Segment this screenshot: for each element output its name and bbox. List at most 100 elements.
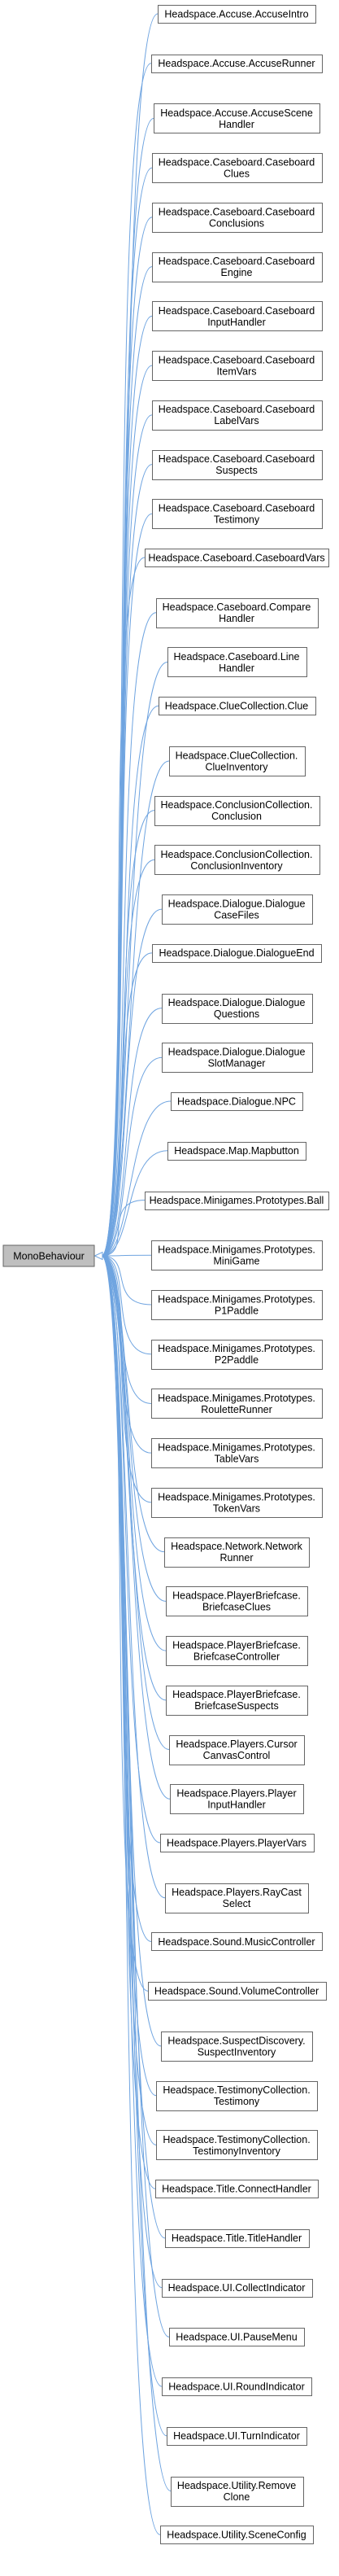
class-node-headspace-utility-sceneconfig[interactable]: Headspace.Utility.SceneConfig <box>160 2526 314 2544</box>
class-node-headspace-title-connecthandler[interactable]: Headspace.Title.ConnectHandler <box>155 2180 319 2198</box>
class-node-label: Headspace.ConclusionCollection. <box>161 849 313 860</box>
class-node-label: Headspace.Dialogue.DialogueEnd <box>159 947 314 959</box>
class-node-box <box>164 1537 310 1568</box>
class-node-headspace-playerbriefcase-briefcasesuspects[interactable]: Headspace.PlayerBriefcase.BriefcaseSuspe… <box>166 1686 308 1716</box>
class-node-box <box>169 746 306 776</box>
class-node-label: Headspace.Caseboard.Compare <box>163 601 311 613</box>
class-node-headspace-sound-musiccontroller[interactable]: Headspace.Sound.MusicController <box>151 1932 323 1951</box>
class-node-box <box>162 2279 313 2298</box>
class-node-headspace-dialogue-dialogueend[interactable]: Headspace.Dialogue.DialogueEnd <box>152 944 322 963</box>
class-node-box <box>145 1192 329 1210</box>
class-node-headspace-ui-turnindicator[interactable]: Headspace.UI.TurnIndicator <box>167 2427 307 2446</box>
class-node-box <box>155 2180 319 2198</box>
class-node-box <box>152 252 323 282</box>
class-node-headspace-testimonycollection-testimony[interactable]: Headspace.TestimonyCollection.Testimony <box>156 2081 318 2111</box>
inheritance-edge-headspace-minigames-prototypes-ball <box>101 1200 146 1257</box>
class-node-label: Headspace.Dialogue.Dialogue <box>168 997 306 1008</box>
class-node-headspace-playerbriefcase-briefcasecontroller[interactable]: Headspace.PlayerBriefcase.BriefcaseContr… <box>166 1636 308 1666</box>
class-node-box <box>151 55 323 73</box>
class-node-label: Headspace.Sound.MusicController <box>158 1936 315 1948</box>
class-node-headspace-cluecollection-clue[interactable]: Headspace.ClueCollection.Clue <box>159 697 316 715</box>
class-node-headspace-minigames-prototypes-tokenvars[interactable]: Headspace.Minigames.Prototypes.TokenVars <box>151 1488 323 1518</box>
inheritance-edge-headspace-caseboard-caseboardengine <box>101 266 153 1257</box>
base-class-node[interactable]: MonoBehaviour <box>2 1244 95 1267</box>
inheritance-edge-headspace-utility-sceneconfig <box>101 1255 161 2535</box>
class-node-headspace-ui-collectindicator[interactable]: Headspace.UI.CollectIndicator <box>162 2279 313 2298</box>
class-node-box <box>151 1240 323 1271</box>
class-node-headspace-minigames-prototypes-p1paddle[interactable]: Headspace.Minigames.Prototypes.P1Paddle <box>151 1290 323 1320</box>
class-node-headspace-minigames-prototypes-minigame[interactable]: Headspace.Minigames.Prototypes.MiniGame <box>151 1240 323 1271</box>
class-node-label: Headspace.Caseboard.Caseboard <box>159 404 315 415</box>
class-node-label: Headspace.Sound.VolumeController <box>154 1986 319 1997</box>
class-node-box <box>161 2031 313 2062</box>
derived-class-nodes: Headspace.Accuse.AccuseIntroHeadspace.Ac… <box>145 5 329 2544</box>
class-node-headspace-accuse-accuserunner[interactable]: Headspace.Accuse.AccuseRunner <box>151 55 323 73</box>
inheritance-edge-headspace-minigames-prototypes-minigame <box>101 1254 152 1257</box>
class-node-box <box>162 2377 312 2396</box>
class-node-label: Conclusion <box>211 811 262 822</box>
class-node-headspace-title-titlehandler[interactable]: Headspace.Title.TitleHandler <box>165 2229 310 2248</box>
class-node-box <box>151 1290 323 1320</box>
class-node-label: Headspace.Dialogue.Dialogue <box>168 1047 306 1058</box>
inheritance-edge-headspace-minigames-prototypes-p1paddle <box>101 1255 152 1305</box>
class-node-headspace-players-playervars[interactable]: Headspace.Players.PlayerVars <box>160 1834 315 1852</box>
class-node-headspace-caseboard-caseboardinputhandler[interactable]: Headspace.Caseboard.CaseboardInputHandle… <box>152 301 323 331</box>
class-node-label: SlotManager <box>208 1058 266 1069</box>
inheritance-edges <box>93 13 172 2535</box>
class-node-label: LabelVars <box>214 415 259 426</box>
class-node-headspace-conclusioncollection-conclusion[interactable]: Headspace.ConclusionCollection.Conclusio… <box>154 796 320 826</box>
inheritance-edge-headspace-players-raycastselect <box>101 1255 166 1899</box>
class-node-headspace-minigames-prototypes-ball[interactable]: Headspace.Minigames.Prototypes.Ball <box>145 1192 329 1210</box>
class-node-headspace-playerbriefcase-briefcaseclues[interactable]: Headspace.PlayerBriefcase.BriefcaseClues <box>166 1586 308 1616</box>
inheritance-edge-headspace-players-playerinputhandler <box>101 1255 171 1800</box>
class-node-headspace-accuse-accuseintro[interactable]: Headspace.Accuse.AccuseIntro <box>158 5 316 24</box>
inheritance-edge-headspace-network-networkrunner <box>101 1255 165 1553</box>
class-node-label: Headspace.Minigames.Prototypes.Ball <box>150 1195 324 1206</box>
class-node-headspace-conclusioncollection-conclusioninventory[interactable]: Headspace.ConclusionCollection.Conclusio… <box>154 845 320 875</box>
class-node-box <box>171 1092 303 1111</box>
class-node-box <box>169 1735 305 1765</box>
class-node-headspace-ui-roundindicator[interactable]: Headspace.UI.RoundIndicator <box>162 2377 312 2396</box>
class-node-box <box>166 1586 308 1616</box>
class-node-headspace-suspectdiscovery-suspectinventory[interactable]: Headspace.SuspectDiscovery.SuspectInvent… <box>161 2031 313 2062</box>
class-node-box <box>169 2328 305 2346</box>
base-class-label: MonoBehaviour <box>13 1251 85 1262</box>
class-node-box <box>156 598 319 628</box>
class-node-headspace-sound-volumecontroller[interactable]: Headspace.Sound.VolumeController <box>148 1982 327 2001</box>
class-node-headspace-cluecollection-clueinventory[interactable]: Headspace.ClueCollection.ClueInventory <box>169 746 306 776</box>
class-node-headspace-caseboard-caseboardvars[interactable]: Headspace.Caseboard.CaseboardVars <box>145 549 329 567</box>
class-node-label: Select <box>223 1898 251 1909</box>
class-node-label: Headspace.ClueCollection.Clue <box>165 701 309 712</box>
class-node-headspace-map-mapbutton[interactable]: Headspace.Map.Mapbutton <box>167 1142 306 1161</box>
class-node-label: Headspace.Accuse.AccuseRunner <box>158 58 315 69</box>
class-node-headspace-ui-pausemenu[interactable]: Headspace.UI.PauseMenu <box>169 2328 305 2346</box>
class-node-label: TokenVars <box>213 1502 260 1514</box>
inheritance-edge-headspace-caseboard-caseboardvars <box>101 557 146 1257</box>
class-node-headspace-minigames-prototypes-tablevars[interactable]: Headspace.Minigames.Prototypes.TableVars <box>151 1438 323 1468</box>
class-node-headspace-minigames-prototypes-rouletterunner[interactable]: Headspace.Minigames.Prototypes.RouletteR… <box>151 1389 323 1419</box>
class-node-headspace-testimonycollection-testimonyinventory[interactable]: Headspace.TestimonyCollection.TestimonyI… <box>156 2130 318 2160</box>
class-node-label: Headspace.Network.Network <box>171 1541 303 1552</box>
class-node-headspace-minigames-prototypes-p2paddle[interactable]: Headspace.Minigames.Prototypes.P2Paddle <box>151 1340 323 1370</box>
class-node-label: Headspace.TestimonyCollection. <box>163 2134 310 2145</box>
class-node-label: ItemVars <box>216 366 256 378</box>
class-node-headspace-dialogue-npc[interactable]: Headspace.Dialogue.NPC <box>171 1092 303 1111</box>
